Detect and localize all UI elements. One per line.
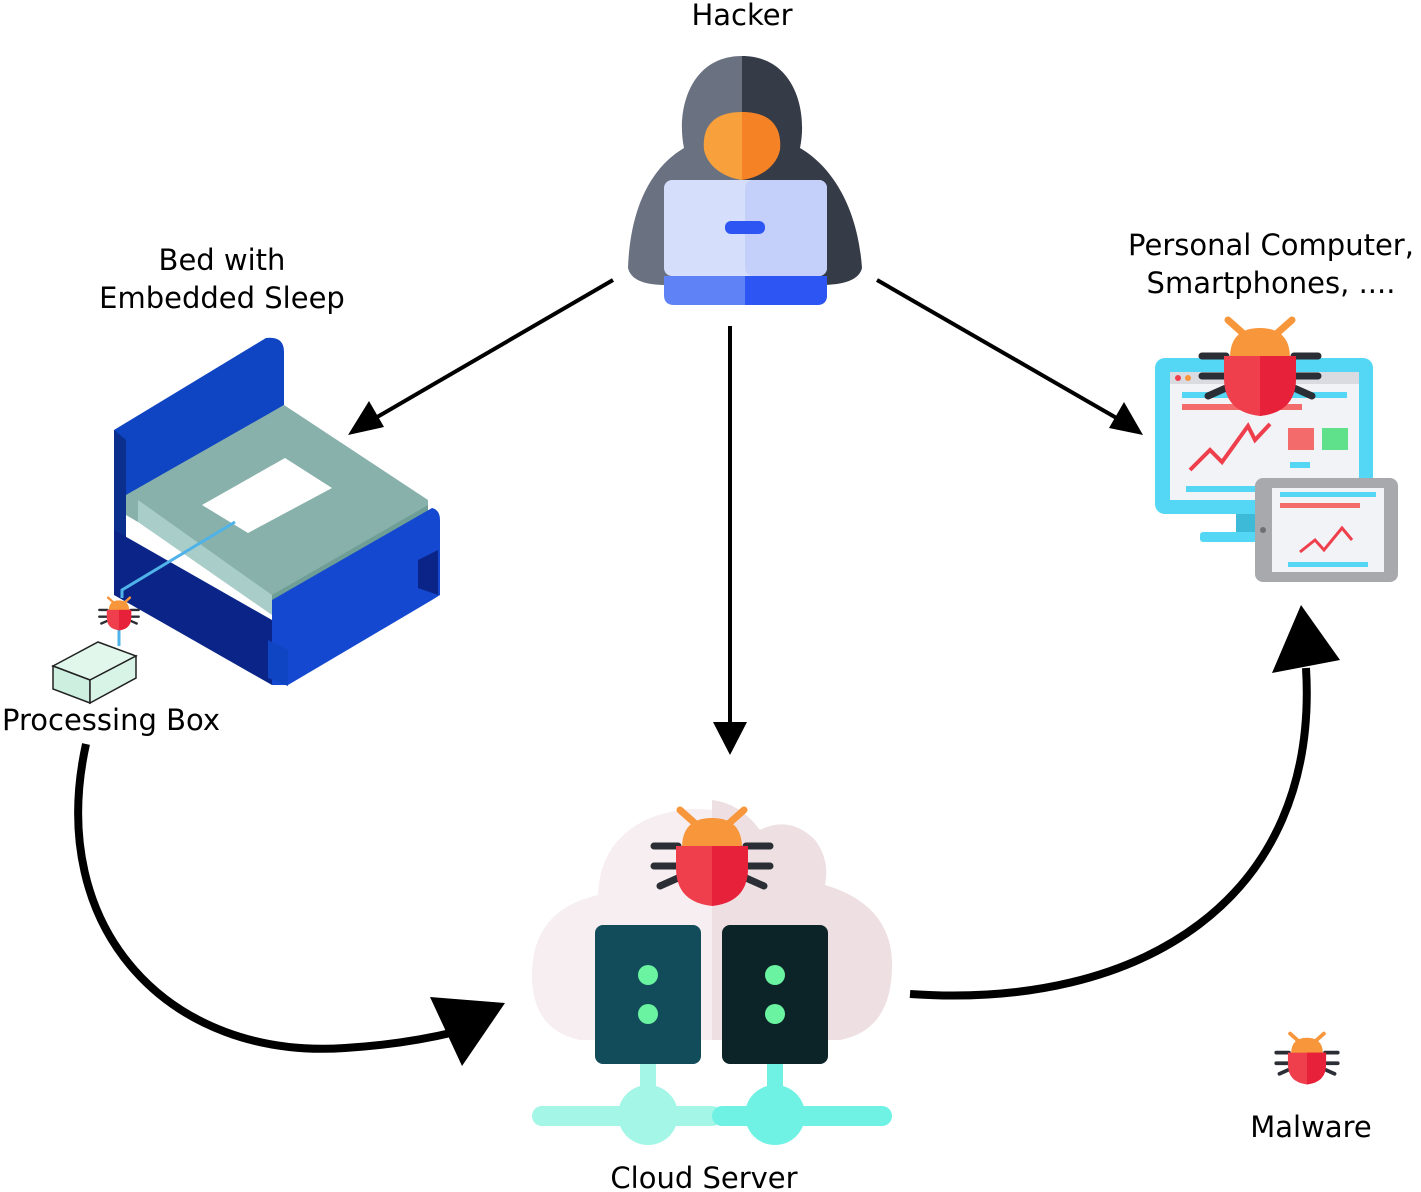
malware-legend-icon	[1274, 1031, 1340, 1087]
malware-label: Malware	[1250, 1110, 1371, 1144]
cloud-server-icon	[532, 800, 892, 1145]
arrow-hacker-to-bed	[348, 278, 615, 435]
devices-label-line2: Smartphones, ....	[1147, 266, 1396, 300]
processing-box-label: Processing Box	[2, 703, 220, 737]
arrow-cloud-to-devices	[909, 605, 1340, 1000]
processing-box-icon	[51, 620, 138, 705]
hacker-label: Hacker	[691, 0, 792, 32]
bed-label-line1: Bed with	[159, 243, 286, 277]
devices-label-line1: Personal Computer,	[1128, 228, 1414, 262]
bed-icon	[114, 337, 440, 686]
hacker-icon	[628, 56, 862, 305]
arrow-hacker-to-devices	[876, 278, 1143, 435]
arrow-hacker-to-cloud	[713, 326, 747, 755]
arrow-box-to-cloud	[74, 743, 505, 1066]
cloud-server-label: Cloud Server	[610, 1161, 797, 1192]
bed-label-line2: Embedded Sleep	[99, 281, 345, 315]
